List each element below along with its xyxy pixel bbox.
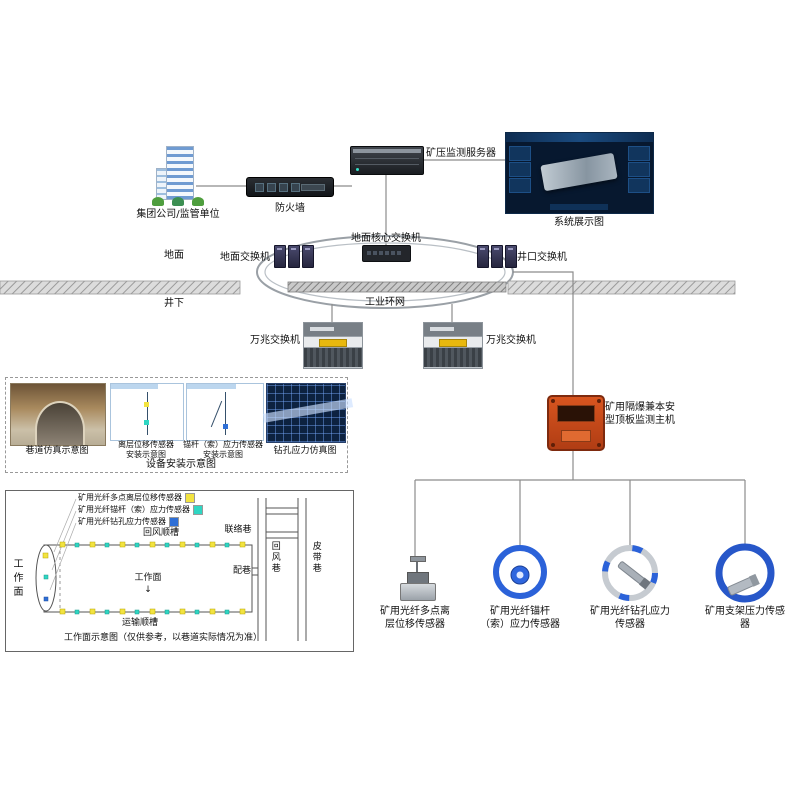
legend-swatch-cyan xyxy=(193,504,203,515)
legend-label: 矿用光纤多点离层位移传感器 xyxy=(78,493,182,502)
ring-network-label: 工业环网 xyxy=(365,297,405,308)
workface-left-label: 工作面 xyxy=(11,558,22,600)
display-header-bar xyxy=(506,133,653,142)
firewall-label: 防火墙 xyxy=(275,203,305,214)
core-switch-device xyxy=(362,245,411,262)
distribution-roadway-label: 配巷 xyxy=(232,566,251,576)
wellhead-switch-label: 井口交换机 xyxy=(517,252,567,263)
legend-item-borehole: 矿用光纤钻孔应力传感器 xyxy=(78,516,179,527)
server-front-panel xyxy=(353,149,421,153)
sensor-label-borehole: 矿用光纤钻孔应力 传感器 xyxy=(590,606,670,630)
return-air-roadway-label: 回风巷 xyxy=(269,541,280,574)
borehole-stress-sensor-icon xyxy=(602,545,658,601)
teng-switch-right-label: 万兆交换机 xyxy=(486,335,536,346)
building-tower xyxy=(166,146,194,200)
server-label: 矿压监测服务器 xyxy=(426,148,496,159)
sensor-label-displacement: 矿用光纤多点离 层位移传感器 xyxy=(380,606,450,630)
system-display-screenshot xyxy=(505,132,654,214)
legend-pointer-lines xyxy=(49,498,77,591)
return-air-channel-label: 回风顺槽 xyxy=(142,528,179,538)
legend-label: 矿用光纤钻孔应力传感器 xyxy=(78,517,166,526)
workface-caption: 工作面示意图（仅供参考，以巷道实际情况为准） xyxy=(63,633,262,643)
underground-connection-lines xyxy=(331,271,746,557)
teng-switch-left-device xyxy=(303,322,363,369)
host-display-window xyxy=(557,405,595,422)
legend-item-displacement: 矿用光纤多点离层位移传感器 xyxy=(78,492,195,503)
support-pressure-sensor-icon xyxy=(715,543,775,603)
display-bottom-bar xyxy=(550,204,608,210)
tunnel-arch xyxy=(35,401,85,445)
ground-surface-bars xyxy=(0,280,736,295)
tunnel-panel-label: 巷道仿真示意图 xyxy=(25,446,89,456)
host-keypad xyxy=(561,430,591,442)
borehole-stress-simulation-image xyxy=(262,383,354,443)
belt-roadway-label: 皮带巷 xyxy=(310,541,321,574)
wellhead-switch-device xyxy=(477,245,517,268)
legend-swatch-yellow xyxy=(185,492,195,503)
ground-switch-device xyxy=(274,245,314,268)
anchor-install-label: 锚杆（索）应力传感器 安装示意图 xyxy=(183,440,263,460)
tree-icon xyxy=(192,197,204,206)
display-label: 系统展示图 xyxy=(554,217,604,228)
firewall-device xyxy=(246,177,334,197)
install-box-title: 设备安装示意图 xyxy=(146,459,216,470)
legend-swatch-blue xyxy=(169,516,179,527)
roof-monitoring-host-device xyxy=(547,395,605,451)
legend-label: 矿用光纤锚杆（索）应力传感器 xyxy=(78,505,190,514)
tunnel-simulation-image xyxy=(10,383,106,446)
displacement-install-diagram xyxy=(110,383,184,441)
firewall-ports xyxy=(255,183,300,192)
sensor-label-support: 矿用支架压力传感 器 xyxy=(705,606,785,630)
core-switch-label: 地面核心交换机 xyxy=(351,233,421,244)
teng-switch-left-label: 万兆交换机 xyxy=(250,335,300,346)
sensor-label-anchor: 矿用光纤锚杆 （索）应力传感器 xyxy=(480,606,560,630)
host-label: 矿用隔爆兼本安 型顶板监测主机 xyxy=(605,402,675,426)
connecting-roadway-label: 联络巷 xyxy=(224,525,252,535)
legend-item-anchor: 矿用光纤锚杆（索）应力传感器 xyxy=(78,504,203,515)
headquarters-building-icon xyxy=(152,146,204,206)
workface-sensor-ticks xyxy=(42,541,246,615)
workface-diagram-box xyxy=(5,490,354,652)
anchor-stress-sensor-icon xyxy=(493,545,547,599)
display-3d-roof-model xyxy=(540,152,618,192)
group-company-label: 集团公司/监管单位 xyxy=(136,209,220,220)
ground-label: 地面 xyxy=(164,250,184,261)
server-led xyxy=(356,168,359,171)
installation-diagram-box xyxy=(5,377,348,473)
underground-label: 井下 xyxy=(164,298,184,309)
firewall-slot xyxy=(301,184,325,191)
transport-channel-label: 运输顺槽 xyxy=(121,618,158,628)
workface-center-label: 工作面 ↓ xyxy=(134,573,162,595)
ground-switch-label: 地面交换机 xyxy=(220,252,270,263)
top-connection-lines xyxy=(196,159,505,246)
displacement-sensor-device xyxy=(397,556,437,602)
tree-icon xyxy=(172,197,184,206)
anchor-install-diagram xyxy=(186,383,264,441)
displacement-install-label: 离层位移传感器 安装示意图 xyxy=(118,440,174,460)
monitoring-server-device xyxy=(350,146,424,175)
tree-icon xyxy=(152,197,164,206)
teng-switch-right-device xyxy=(423,322,483,369)
borehole-sim-label: 钻孔应力仿真图 xyxy=(273,446,337,456)
